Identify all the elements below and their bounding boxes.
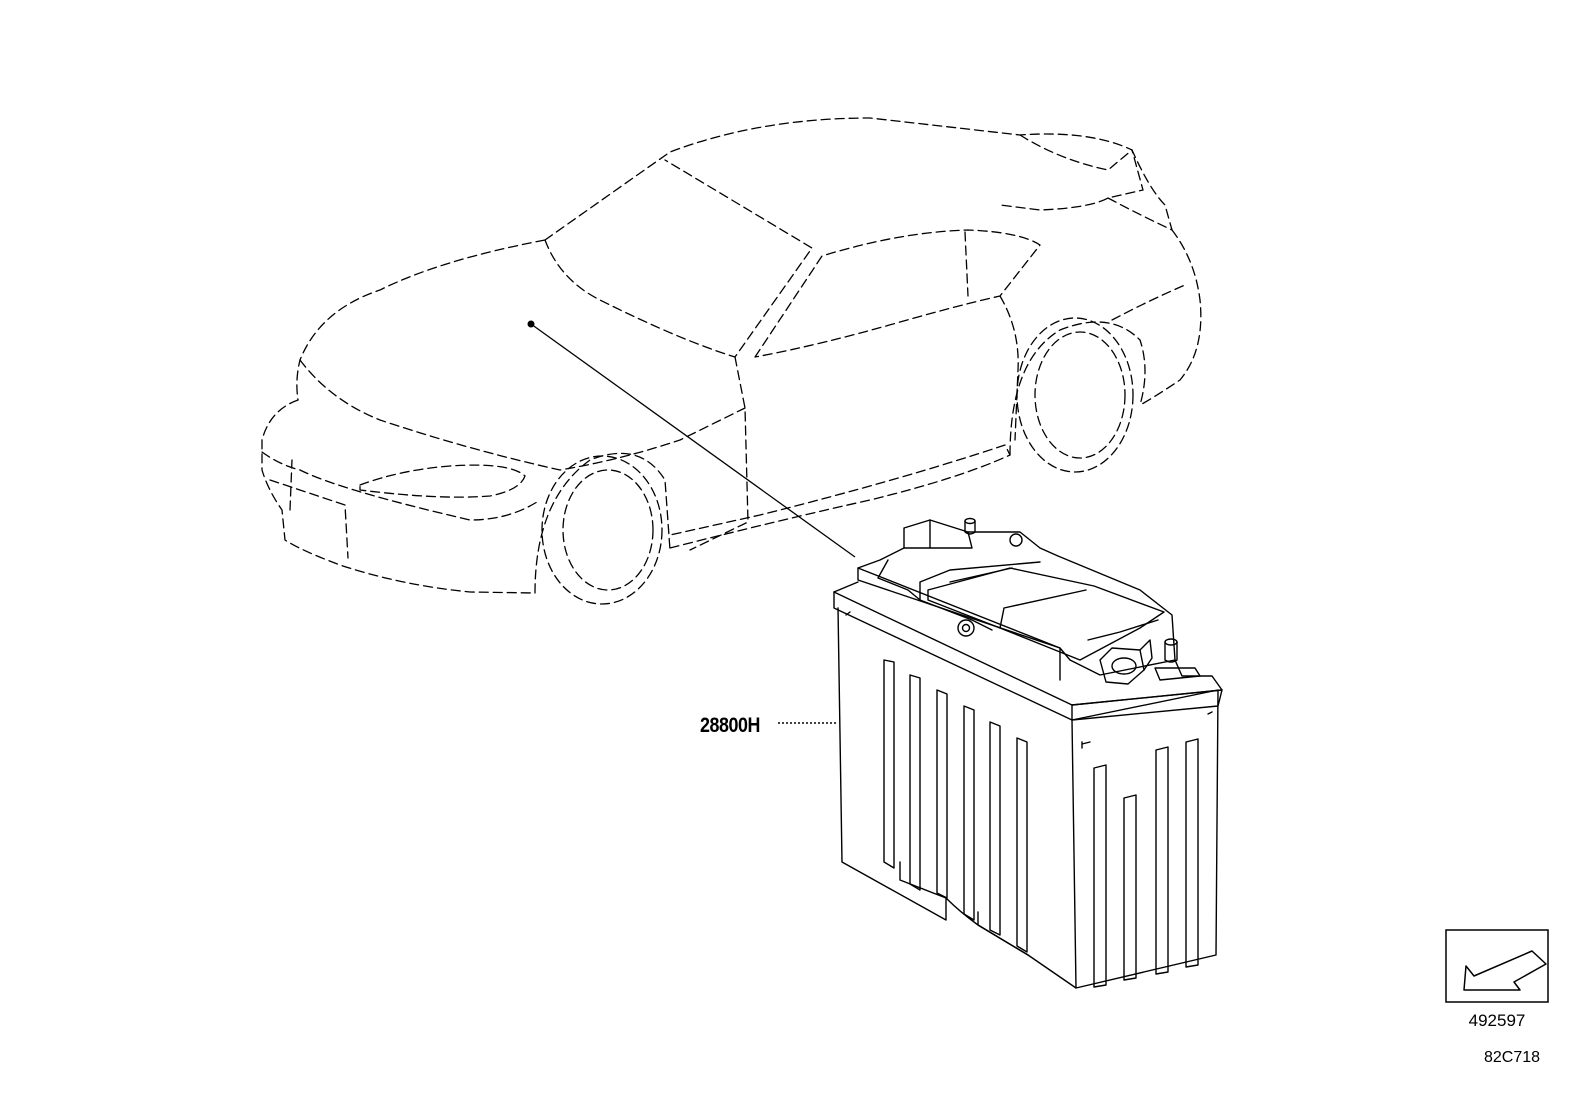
car-side-sill (669, 444, 1011, 549)
battery-top-rim (833, 591, 1223, 706)
car-hood (296, 239, 546, 401)
car-outline (261, 117, 1202, 605)
battery-ribs-left (883, 659, 1029, 956)
car-rear-wheel (1016, 317, 1134, 473)
battery-leader-line (530, 323, 856, 558)
car-front-bumper (261, 399, 536, 594)
car-door (689, 356, 749, 551)
reference-box (1445, 929, 1549, 1003)
battery-terminal-right (1154, 638, 1201, 681)
car-side-window (754, 229, 1041, 358)
reference-number: 492597 (1468, 1011, 1526, 1030)
diagram-code: 82C718 (1484, 1049, 1541, 1066)
car-windshield (544, 159, 813, 358)
battery-case-right (1071, 689, 1219, 989)
car-rear-quarter (1139, 229, 1202, 406)
battery-case-left (837, 607, 1077, 989)
car-spoiler (1019, 134, 1133, 171)
battery-part-number-label: 28800H (700, 714, 760, 737)
battery-drawing (833, 517, 1223, 989)
battery-hold-down-bolt (957, 619, 975, 637)
battery-sensor-connector (1099, 639, 1153, 685)
car-front-wheel-arch (534, 452, 671, 594)
battery-lid (857, 519, 1176, 676)
car-rear-wheel-arch (1009, 321, 1146, 456)
car-front-wheel (541, 455, 663, 605)
battery-cover-panel (927, 567, 1165, 661)
battery-ribs-right (1093, 738, 1199, 988)
car-headlight (359, 464, 526, 498)
car-roof-line (544, 117, 1144, 241)
forward-arrow-icon (1463, 950, 1547, 991)
battery-terminal-left (964, 517, 976, 535)
battery-bracket (877, 559, 993, 631)
